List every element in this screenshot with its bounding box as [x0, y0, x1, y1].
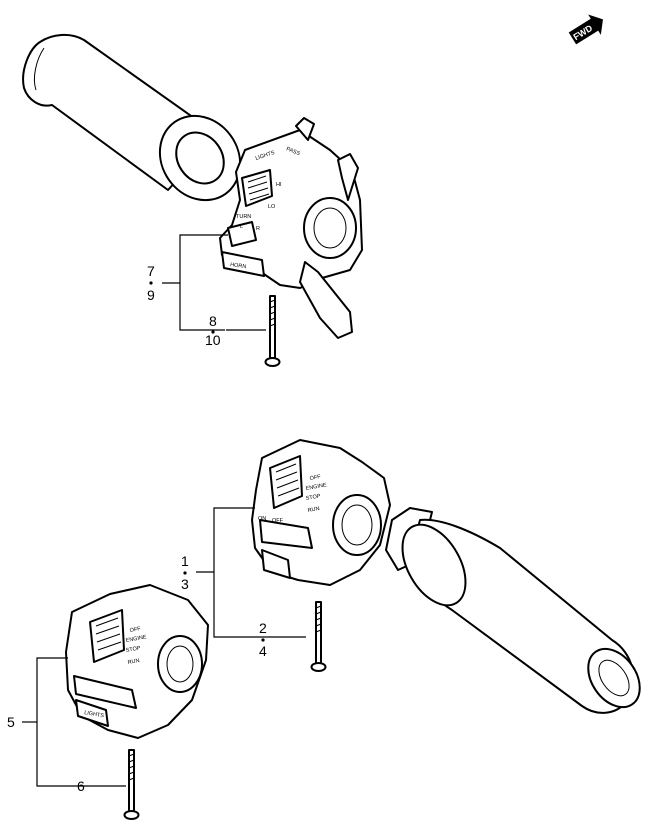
callout-9: 9	[147, 287, 155, 303]
label-horn: HORN	[230, 262, 247, 270]
right-screw	[310, 601, 327, 672]
bottom-switch-housing: OFF ENGINE STOP RUN LIGHTS	[65, 584, 209, 739]
bottom-screw	[123, 749, 140, 820]
callout-8: 8	[209, 313, 217, 329]
label-turn: TURN	[236, 214, 251, 220]
callout-7: 7	[147, 263, 155, 279]
callout-6: 6	[77, 778, 85, 794]
label-hi: HI	[276, 182, 282, 188]
label-lo: LO	[268, 204, 276, 210]
callout-1: 1	[181, 553, 189, 569]
callout-3: 3	[181, 576, 189, 592]
label-run: RUN	[307, 506, 320, 514]
right-switch-housing: OFF ENGINE STOP RUN ON OFF	[251, 439, 391, 586]
label-l: L	[240, 224, 243, 230]
left-grip	[22, 34, 242, 202]
fwd-badge: FWD	[568, 14, 603, 45]
label-stop: STOP	[305, 493, 321, 502]
label-off-2: OFF	[272, 518, 284, 524]
callout-4: 4	[259, 643, 267, 659]
label-lights: LIGHTS	[255, 150, 276, 162]
label-r: R	[256, 226, 260, 232]
callout-2: 2	[259, 620, 267, 636]
left-screw	[264, 295, 281, 367]
label-on: ON	[258, 516, 266, 522]
top-callout-leaders	[162, 234, 266, 331]
middle-callout-leaders	[196, 507, 306, 638]
label-pass: PASS	[285, 146, 301, 157]
left-switch-housing: PASS LIGHTS HI LO TURN L R HORN	[219, 117, 363, 339]
bottom-callout-leaders	[22, 657, 126, 787]
bottom-label-stop: STOP	[125, 645, 141, 654]
bottom-label-off: OFF	[129, 626, 142, 634]
bottom-label-run: RUN	[127, 658, 140, 666]
label-engine: ENGINE	[305, 482, 327, 492]
label-off: OFF	[309, 474, 322, 482]
bottom-label-lights: LIGHTS	[84, 710, 105, 719]
callout-5: 5	[7, 714, 15, 730]
callout-10: 10	[205, 332, 221, 348]
bottom-label-engine: ENGINE	[125, 634, 147, 644]
throttle-grip	[385, 507, 641, 714]
